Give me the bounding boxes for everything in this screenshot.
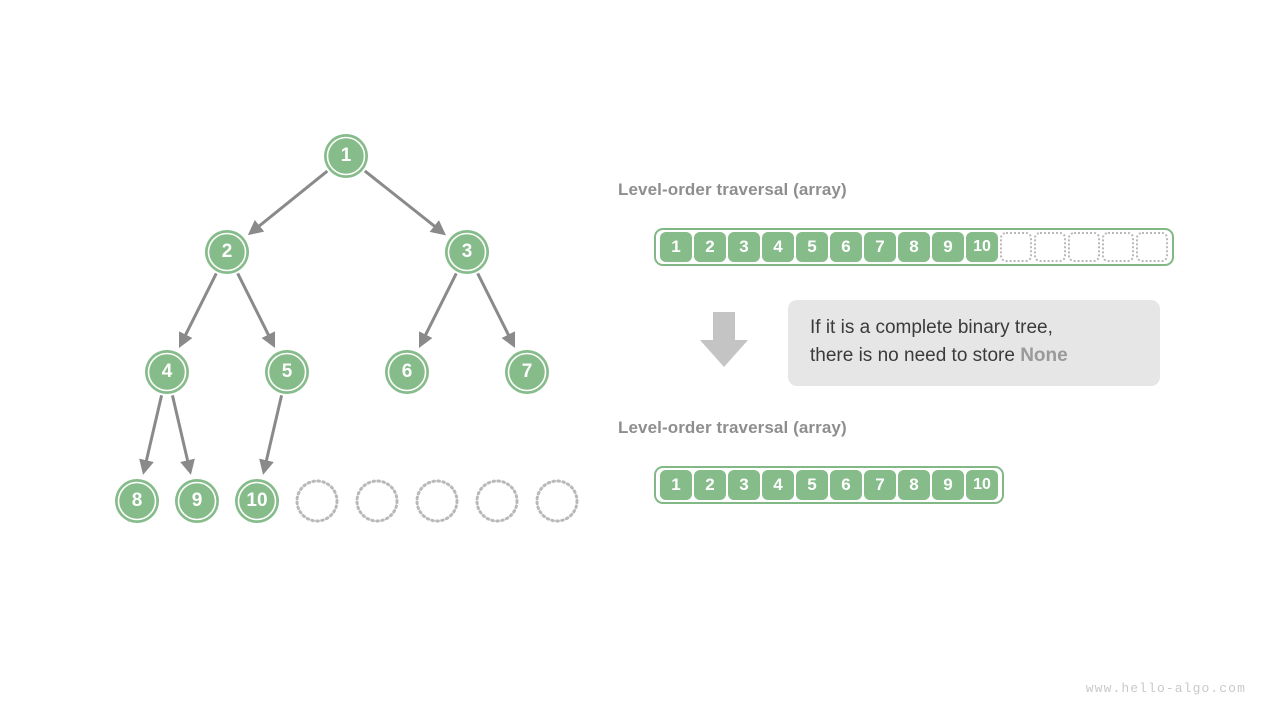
tree-node-circle[interactable] bbox=[385, 350, 429, 394]
tree-node-circle[interactable] bbox=[505, 350, 549, 394]
array-cell[interactable]: 4 bbox=[762, 232, 794, 262]
top-array-label: Level-order traversal (array) bbox=[618, 180, 847, 199]
tree-node-inner-ring bbox=[207, 232, 247, 272]
tree-node-inner-ring bbox=[177, 481, 217, 521]
tree-node-circle[interactable] bbox=[235, 479, 279, 523]
tree-node-inner-ring bbox=[117, 481, 157, 521]
bottom-array-label: Level-order traversal (array) bbox=[618, 418, 847, 437]
callout-line-2-prefix: there is no need to store bbox=[810, 345, 1021, 366]
tree-node-inner-ring bbox=[147, 352, 187, 392]
tree-node-inner-ring bbox=[326, 136, 366, 176]
array-cell[interactable]: 1 bbox=[660, 232, 692, 262]
tree-node-inner-ring bbox=[237, 481, 277, 521]
array-cell[interactable]: 7 bbox=[864, 232, 896, 262]
callout-none-keyword: None bbox=[1020, 345, 1068, 366]
array-cell-empty[interactable] bbox=[1102, 232, 1134, 262]
tree-edge-layer bbox=[139, 169, 516, 475]
tree-node-circle[interactable] bbox=[115, 479, 159, 523]
tree-node-layer bbox=[115, 134, 579, 523]
array-cell-empty[interactable] bbox=[1034, 232, 1066, 262]
tree-node-inner-ring bbox=[447, 232, 487, 272]
array-cell[interactable]: 4 bbox=[762, 470, 794, 500]
tree-node-empty-placeholder bbox=[475, 479, 519, 523]
down-arrow-icon bbox=[696, 310, 752, 370]
binary-tree-graphic bbox=[115, 134, 579, 523]
array-cell[interactable]: 9 bbox=[932, 232, 964, 262]
array-cell[interactable]: 3 bbox=[728, 470, 760, 500]
array-cell[interactable]: 9 bbox=[932, 470, 964, 500]
tree-node-circle[interactable] bbox=[175, 479, 219, 523]
array-cell[interactable]: 6 bbox=[830, 232, 862, 262]
tree-node-empty-placeholder bbox=[295, 479, 339, 523]
array-cell[interactable]: 5 bbox=[796, 470, 828, 500]
tree-node-inner-ring bbox=[387, 352, 427, 392]
array-cell[interactable]: 1 bbox=[660, 470, 692, 500]
tree-node-inner-ring bbox=[507, 352, 547, 392]
tree-edge bbox=[476, 272, 516, 349]
array-cell-empty[interactable] bbox=[1136, 232, 1168, 262]
callout-line-2: there is no need to store None bbox=[810, 342, 1140, 370]
tree-edge bbox=[236, 272, 276, 349]
callout-box: If it is a complete binary tree, there i… bbox=[788, 300, 1160, 386]
tree-node-empty-placeholder bbox=[355, 479, 399, 523]
tree-node-empty-placeholder bbox=[415, 479, 459, 523]
array-cell[interactable]: 6 bbox=[830, 470, 862, 500]
tree-edge bbox=[363, 169, 447, 236]
tree-edge bbox=[259, 395, 284, 475]
tree-edge bbox=[418, 272, 458, 349]
tree-edge bbox=[170, 395, 195, 475]
array-cell[interactable]: 8 bbox=[898, 232, 930, 262]
array-cell[interactable]: 2 bbox=[694, 470, 726, 500]
array-cell[interactable]: 7 bbox=[864, 470, 896, 500]
tree-node-empty-placeholder bbox=[535, 479, 579, 523]
array-cell[interactable]: 10 bbox=[966, 232, 998, 262]
array-cell[interactable]: 3 bbox=[728, 232, 760, 262]
tree-node-circle[interactable] bbox=[324, 134, 368, 178]
array-cell-empty[interactable] bbox=[1068, 232, 1100, 262]
tree-node-circle[interactable] bbox=[205, 230, 249, 274]
array-cell[interactable]: 8 bbox=[898, 470, 930, 500]
array-cell[interactable]: 5 bbox=[796, 232, 828, 262]
tree-edge bbox=[178, 272, 218, 349]
array-cell[interactable]: 2 bbox=[694, 232, 726, 262]
tree-node-circle[interactable] bbox=[145, 350, 189, 394]
tree-node-circle[interactable] bbox=[265, 350, 309, 394]
tree-node-circle[interactable] bbox=[445, 230, 489, 274]
callout-line-1: If it is a complete binary tree, bbox=[810, 317, 1053, 338]
tree-edge bbox=[247, 169, 329, 236]
array-cell-empty[interactable] bbox=[1000, 232, 1032, 262]
tree-edge bbox=[139, 395, 164, 475]
tree-node-inner-ring bbox=[267, 352, 307, 392]
array-cell[interactable]: 10 bbox=[966, 470, 998, 500]
watermark: www.hello-algo.com bbox=[1085, 681, 1246, 696]
